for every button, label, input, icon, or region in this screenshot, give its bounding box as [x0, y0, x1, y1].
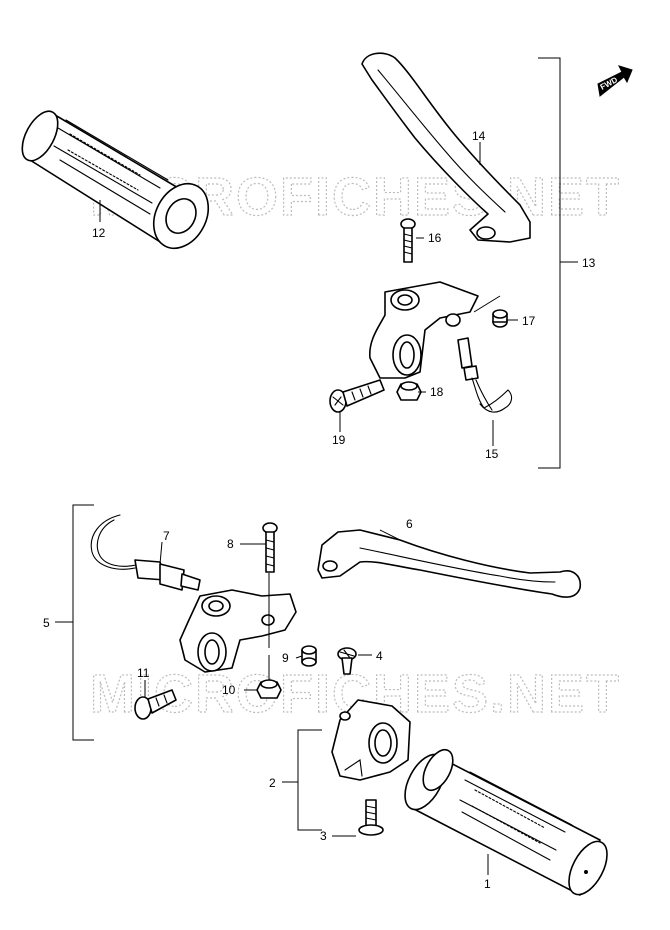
fwd-arrow-icon: FWD [597, 65, 633, 97]
left-grip-part [21, 110, 210, 250]
callout-2[interactable]: 2 [269, 776, 276, 790]
callout-7[interactable]: 7 [163, 529, 170, 543]
callout-4[interactable]: 4 [376, 649, 383, 663]
callout-14[interactable]: 14 [472, 129, 486, 143]
lower-lever-holder-part [179, 589, 297, 673]
nut-17-part [492, 309, 508, 328]
callout-12[interactable]: 12 [92, 226, 106, 240]
bracket-5 [55, 504, 94, 741]
screw-3-part [358, 799, 384, 836]
nut-18-part [396, 381, 422, 401]
callout-labels: 1 2 3 4 5 6 7 8 9 10 11 12 13 14 15 16 1… [43, 129, 596, 891]
throttle-housing-part [331, 699, 411, 781]
callout-16[interactable]: 16 [428, 231, 442, 245]
bracket-13 [473, 57, 578, 469]
callout-17[interactable]: 17 [522, 314, 536, 328]
screw-19-part [329, 379, 385, 413]
callout-13[interactable]: 13 [582, 256, 596, 270]
callout-8[interactable]: 8 [227, 537, 234, 551]
callout-11[interactable]: 11 [137, 666, 150, 680]
nut-9-part [301, 645, 317, 667]
right-grip-part [404, 748, 608, 896]
callout-10[interactable]: 10 [222, 683, 236, 697]
lower-lever-part [317, 529, 582, 598]
callout-19[interactable]: 19 [332, 433, 346, 447]
callout-5[interactable]: 5 [43, 616, 50, 630]
upper-lever-holder-part [369, 281, 479, 379]
bracket-2 [282, 729, 322, 831]
screw-8-part [262, 522, 278, 573]
callout-1[interactable]: 1 [484, 877, 491, 891]
screw-11-part [134, 689, 177, 720]
callout-18[interactable]: 18 [430, 385, 444, 399]
callout-3[interactable]: 3 [320, 829, 327, 843]
callout-15[interactable]: 15 [485, 447, 499, 461]
upper-lever-part [361, 52, 531, 243]
nut-10-part [256, 679, 282, 699]
callout-9[interactable]: 9 [282, 651, 289, 665]
callout-6[interactable]: 6 [406, 517, 413, 531]
screw-4-part [337, 647, 357, 675]
switch-7-part [90, 514, 201, 591]
leader-lines [99, 142, 518, 875]
switch-15-part [457, 337, 513, 413]
screw-16-part [400, 218, 416, 263]
